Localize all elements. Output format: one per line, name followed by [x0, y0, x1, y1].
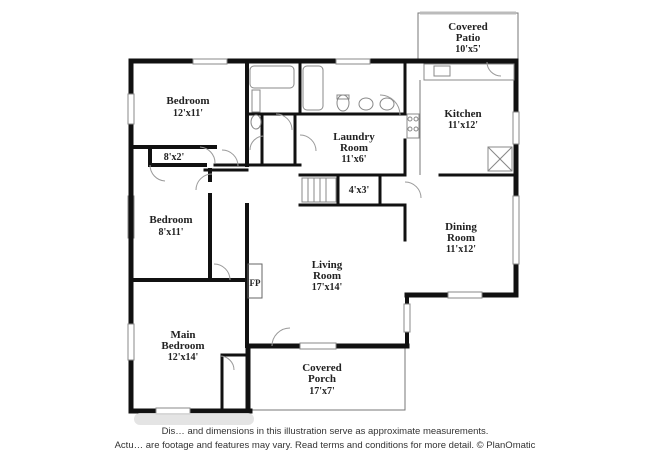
- bedroom-1-name: Bedroom: [166, 95, 209, 107]
- living-name-1: Living: [312, 259, 343, 271]
- door-swings: [149, 61, 502, 371]
- living-name-2: Room: [313, 270, 341, 282]
- main-bedroom-name-1: Main: [170, 329, 195, 341]
- watermark-fragment: [134, 413, 254, 425]
- laundry-name-2: Room: [340, 142, 368, 154]
- interior-walls: [128, 59, 518, 413]
- fireplace-label: FP: [250, 278, 261, 288]
- bedroom-2-name: Bedroom: [149, 214, 192, 226]
- laundry-dim: 11'x6': [341, 154, 366, 165]
- bedroom-2-dim: 8'x11': [158, 227, 183, 238]
- covered-patio-dim: 10'x5': [455, 44, 481, 55]
- bedroom-1-dim: 12'x11': [173, 108, 203, 119]
- fixtures: [247, 63, 515, 299]
- covered-patio-name-1: Covered: [448, 21, 488, 33]
- disclaimer-line-1: Dis… and dimensions in this illustration…: [161, 426, 489, 437]
- closet-8x2-dim: 8'x2': [164, 152, 185, 163]
- covered-porch-name-1: Covered: [302, 362, 342, 374]
- covered-porch-dim: 17'x7': [309, 386, 335, 397]
- laundry-name-1: Laundry: [333, 131, 375, 143]
- room-labels: Covered Patio 10'x5' Bedroom 12'x11' Kit…: [149, 21, 487, 397]
- main-bedroom-dim: 12'x14': [168, 352, 199, 363]
- windows: [127, 58, 520, 415]
- dining-name-2: Room: [447, 232, 475, 244]
- covered-porch-name-2: Porch: [308, 373, 336, 385]
- kitchen-dim: 11'x12': [448, 120, 478, 131]
- disclaimer-line-2: Actu… are footage and features may vary.…: [114, 440, 536, 451]
- dining-name-1: Dining: [445, 221, 477, 233]
- closet-4x3-dim: 4'x3': [349, 185, 370, 196]
- main-bedroom-name-2: Bedroom: [161, 340, 204, 352]
- kitchen-name: Kitchen: [444, 108, 481, 120]
- dining-dim: 11'x12': [446, 244, 476, 255]
- living-dim: 17'x14': [312, 282, 343, 293]
- covered-patio-name-2: Patio: [456, 32, 481, 44]
